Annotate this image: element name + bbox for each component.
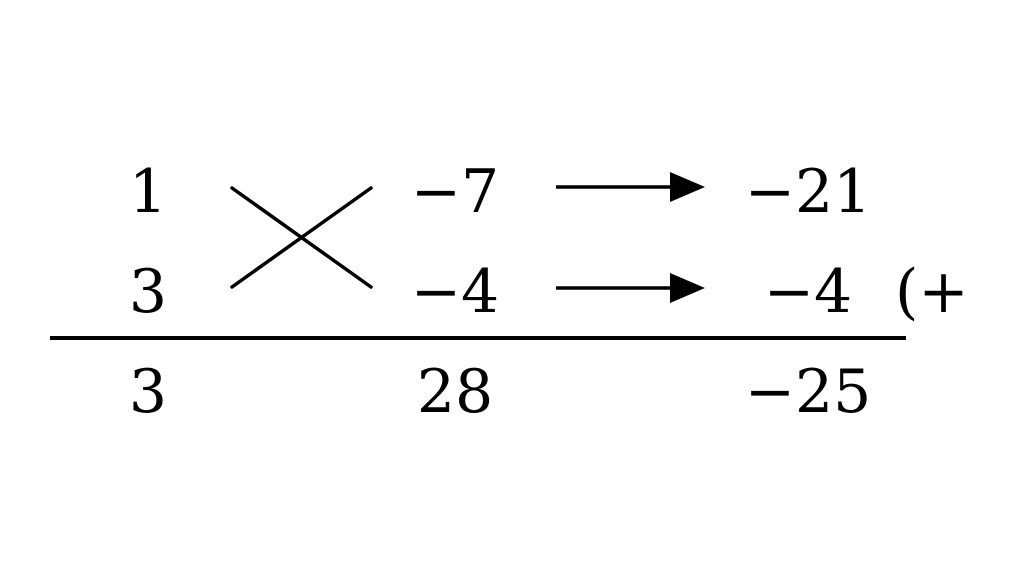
row2-product: −4 — [764, 257, 852, 327]
operation-label: (+ — [895, 257, 969, 327]
result-constant: 28 — [417, 357, 493, 427]
row2-coefficient: 3 — [129, 257, 167, 327]
row1-coefficient: 1 — [129, 157, 167, 227]
cross-multiply-icon — [230, 186, 373, 289]
row1-constant: −7 — [411, 157, 499, 227]
right-arrow-icon — [556, 172, 705, 202]
right-arrow-icon — [556, 273, 705, 303]
result-product: −25 — [745, 357, 872, 427]
row1-product: −21 — [745, 157, 872, 227]
result-coefficient: 3 — [129, 357, 167, 427]
row2-constant: −4 — [411, 257, 499, 327]
